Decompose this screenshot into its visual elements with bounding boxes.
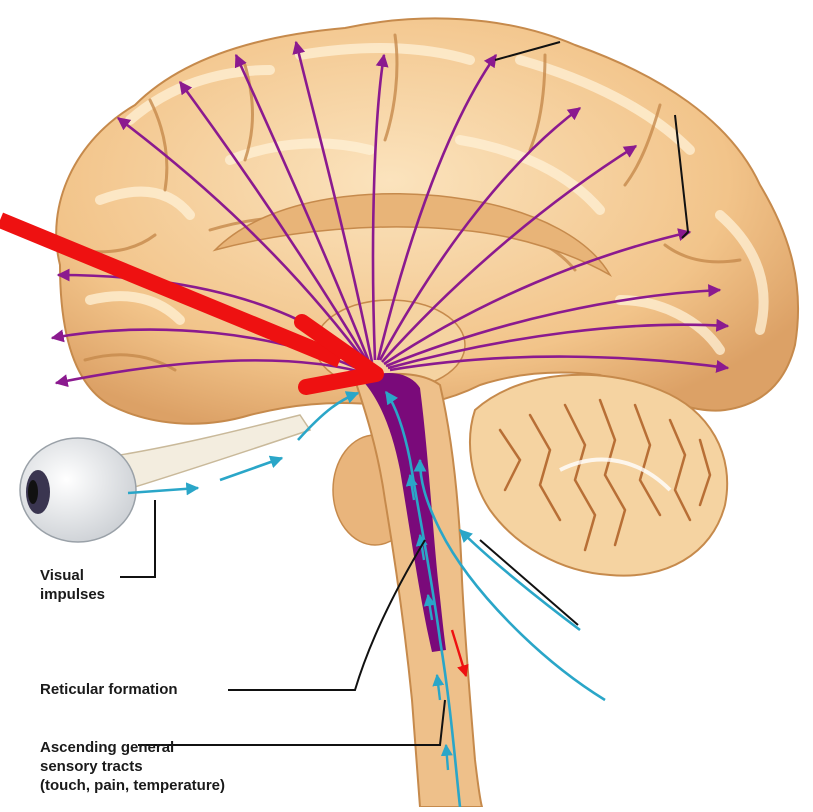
- cerebellum: [470, 375, 727, 576]
- eye: [20, 415, 310, 542]
- label-visual-impulses: Visual impulses: [40, 566, 105, 604]
- label-ascending-sensory-tracts: Ascending general sensory tracts (touch,…: [40, 738, 225, 795]
- label-reticular-formation: Reticular formation: [40, 680, 178, 699]
